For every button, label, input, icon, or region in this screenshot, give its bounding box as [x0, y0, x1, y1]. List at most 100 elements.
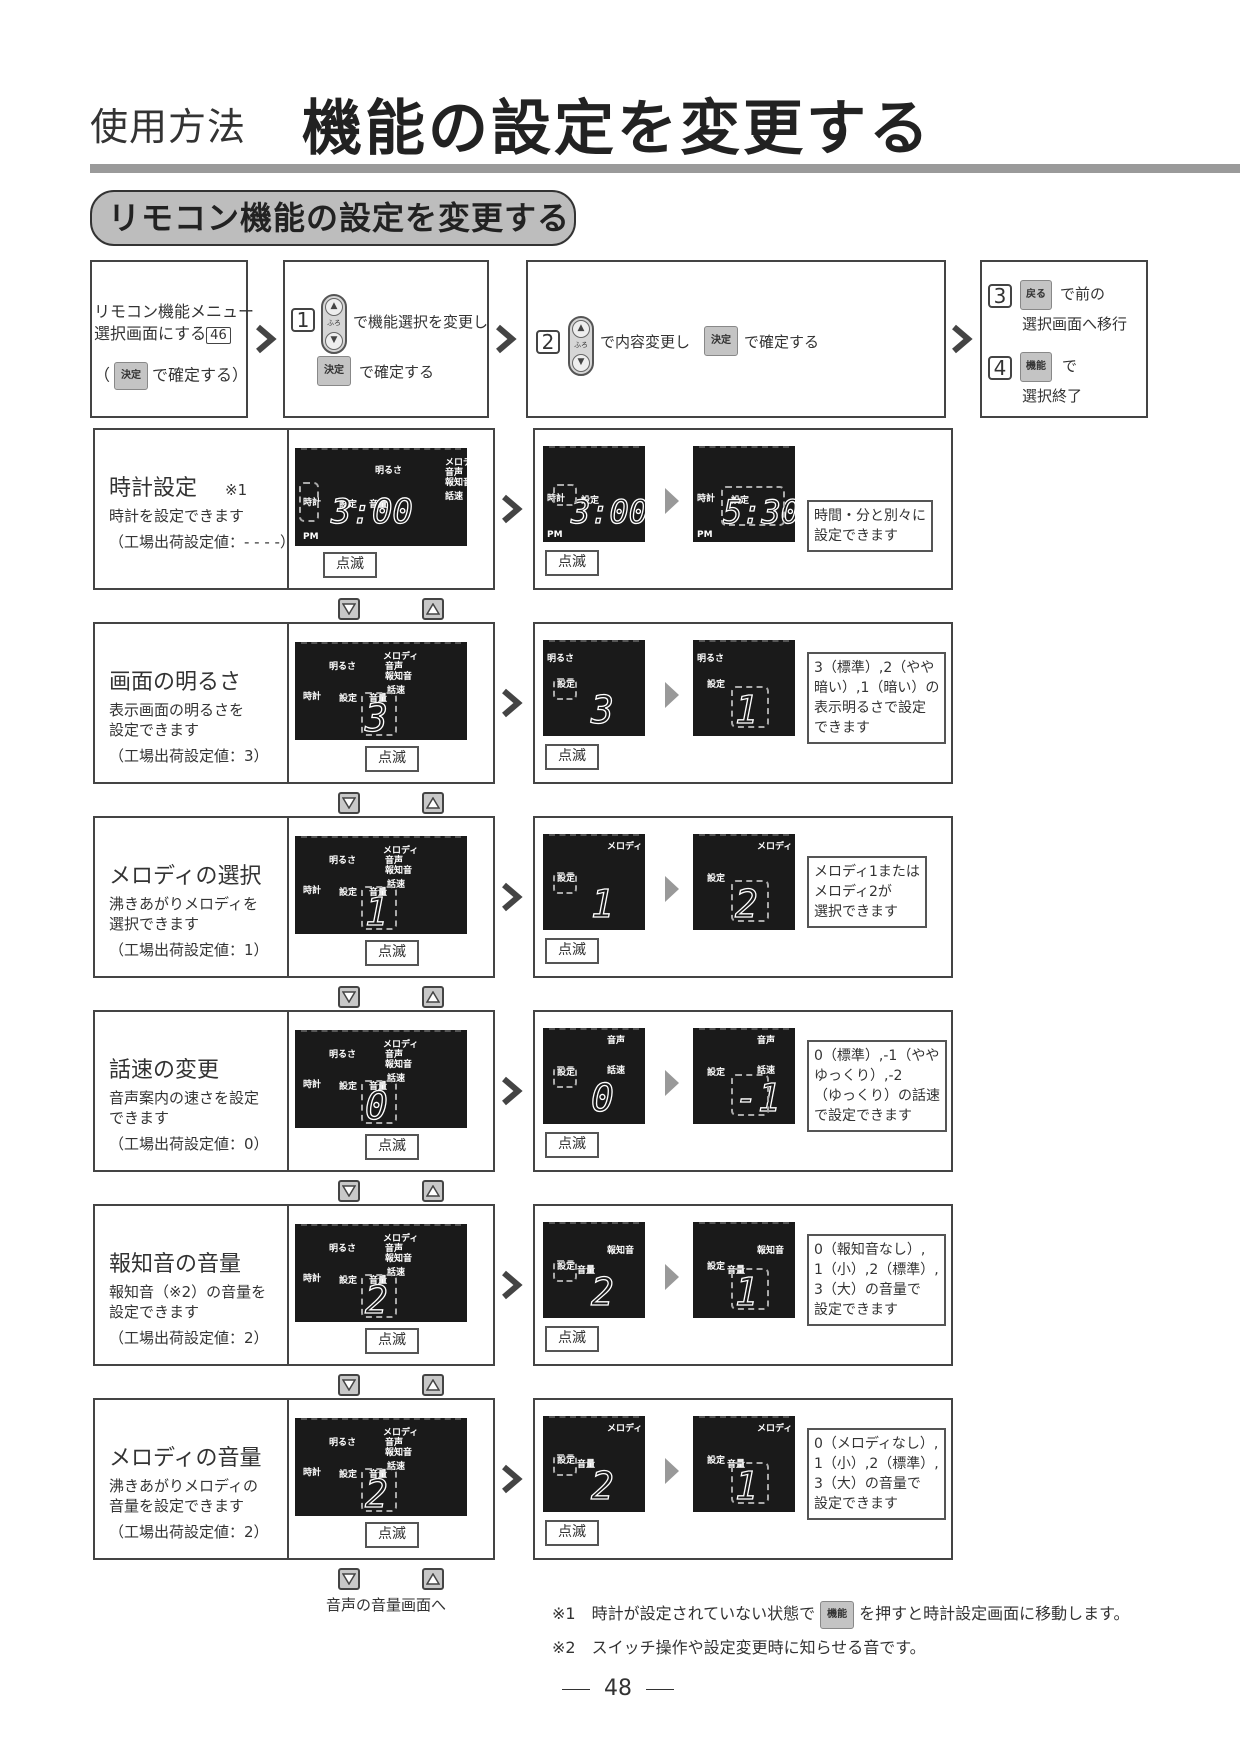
arrow-right-icon: [665, 1070, 679, 1096]
triangle-down-icon: [342, 1185, 356, 1197]
nav-up-button[interactable]: [422, 1180, 444, 1202]
lcd-label-melody: メロディ: [757, 842, 793, 852]
lcd-label-setting: 設定: [339, 888, 358, 898]
furo-rocker-button[interactable]: ▲ふろ▼: [321, 294, 347, 354]
lcd-label-alert: 報知音: [757, 1246, 785, 1256]
kettei-key[interactable]: 決定: [317, 356, 351, 386]
blink-label: 点滅: [365, 940, 419, 966]
step4-text-b: 選択終了: [1022, 387, 1083, 405]
lcd-value: 2: [734, 882, 758, 926]
page-ref: 46: [206, 327, 231, 344]
triangle-up-icon: [426, 797, 440, 809]
nav-down-button[interactable]: [338, 792, 360, 814]
step2-number: 2: [536, 330, 560, 354]
nav-down-button[interactable]: [338, 1180, 360, 1202]
row-description: 沸きあがりメロディの音量を設定できます（工場出荷設定値：2）: [109, 1476, 269, 1542]
kinou-key[interactable]: 機能: [820, 1600, 855, 1629]
lcd-segment-dots: [549, 446, 639, 452]
row-note-line: 時間・分と別々に: [814, 508, 926, 524]
kinou-key[interactable]: 機能: [1020, 352, 1052, 382]
lcd-segment-dots: [699, 1222, 789, 1228]
nav-down-button[interactable]: [338, 598, 360, 620]
lcd-label-voice: 音声: [607, 1036, 626, 1046]
blink-label: 点滅: [365, 1522, 419, 1548]
row-note-line: 1（小）,2（標準）,: [814, 1456, 939, 1472]
row-note-line: 3（大）の音量で: [814, 1476, 921, 1492]
row-4-info-box: 報知音の音量報知音（※2）の音量を設定できます（工場出荷設定値：2）明るさメロデ…: [93, 1204, 495, 1366]
lcd-label-setting: 設定: [557, 1456, 576, 1466]
lcd-label-voice: 音声: [385, 662, 404, 672]
lcd-label-volume: 音量: [369, 500, 388, 510]
blink-label: 点滅: [365, 746, 419, 772]
step-box-3: 3 戻る で前の 選択画面へ移行 4 機能 で 選択終了: [980, 260, 1148, 418]
lcd-label-clock: 時計: [697, 494, 716, 504]
arrow-right-icon: [665, 1458, 679, 1484]
lcd-value: 0: [364, 1084, 388, 1128]
arrow-right-icon: [665, 682, 679, 708]
nav-down-button[interactable]: [338, 1568, 360, 1590]
nav-up-button[interactable]: [422, 792, 444, 814]
lcd-label-voice: 音声: [445, 468, 464, 478]
lcd-label-voice: 音声: [757, 1036, 776, 1046]
step-box-1: 1 ▲ふろ▼ で機能選択を変更し 決定 で確定する: [283, 260, 489, 418]
row-title: 報知音の音量: [109, 1246, 241, 1278]
lcd-label-clock: 時計: [303, 1274, 322, 1284]
lcd-segment-dots: [699, 1416, 789, 1422]
row-title: 時計設定※1: [109, 470, 247, 502]
nav-up-button[interactable]: [422, 598, 444, 620]
kettei-key[interactable]: 決定: [114, 362, 149, 390]
nav-down-button[interactable]: [338, 1374, 360, 1396]
lcd-value: 1: [734, 1270, 758, 1314]
lcd-label-pm: PM: [697, 530, 713, 540]
lcd-label-speed: 話速: [445, 492, 464, 502]
lcd-label-volume: 音量: [369, 888, 388, 898]
lcd-segment-dots: [301, 1418, 461, 1424]
furo-rocker-button[interactable]: ▲ふろ▼: [568, 316, 594, 376]
row-note-line: 設定できます: [814, 1302, 898, 1318]
arrow-right-icon: [502, 882, 523, 912]
lcd-segment-dots: [699, 834, 789, 840]
rocker-label: ふろ: [574, 341, 588, 349]
blink-highlight: [361, 886, 397, 930]
lcd-value: 0: [590, 1076, 614, 1120]
lcd-segment-dots: [301, 836, 461, 842]
kettei-key[interactable]: 決定: [704, 326, 738, 356]
lcd-value: 1: [734, 688, 758, 732]
row-desc-1: 表示画面の明るさを: [109, 701, 245, 719]
lcd-label-volume: 音量: [577, 1266, 596, 1276]
row-desc-1: 音声案内の速さを設定: [109, 1089, 260, 1107]
step0-line1: リモコン機能メニュー: [94, 302, 255, 321]
modoru-key[interactable]: 戻る: [1020, 280, 1052, 310]
lcd-label-alert: 報知音: [385, 1448, 413, 1458]
blink-highlight: [731, 1462, 769, 1504]
row-note: 3（標準）,2（やや暗い）,1（暗い）の表示明るさで設定できます: [807, 652, 947, 744]
blink-highlight: [731, 686, 769, 728]
row-description: 音声案内の速さを設定できます（工場出荷設定値：0）: [109, 1088, 269, 1154]
lcd-label-melody: メロディ: [757, 1424, 793, 1434]
triangle-up-icon: [426, 603, 440, 615]
lcd-label-setting: 設定: [707, 1262, 726, 1272]
lcd-value: 2: [590, 1270, 614, 1314]
row-note-line: 0（標準）,-1（やや: [814, 1048, 940, 1064]
lcd-label-speed: 話速: [387, 686, 406, 696]
nav-down-button[interactable]: [338, 986, 360, 1008]
blink-label: 点滅: [545, 1520, 599, 1546]
step1-number: 1: [291, 308, 315, 332]
lcd-value: 3:00: [330, 491, 413, 532]
lcd-label-melody: メロディ: [607, 1424, 643, 1434]
row-note-line: 0（報知音なし）,: [814, 1242, 926, 1258]
nav-up-button[interactable]: [422, 1374, 444, 1396]
nav-up-button[interactable]: [422, 1568, 444, 1590]
lcd-label-melody: メロディ: [383, 1428, 419, 1438]
triangle-down-icon: [342, 797, 356, 809]
step-box-2: 2 ▲ふろ▼ で内容変更し 決定 で確定する: [526, 260, 946, 418]
blink-label: 点滅: [365, 1328, 419, 1354]
row-note-line: ゆっくり）,-2: [814, 1068, 903, 1084]
nav-up-button[interactable]: [422, 986, 444, 1008]
